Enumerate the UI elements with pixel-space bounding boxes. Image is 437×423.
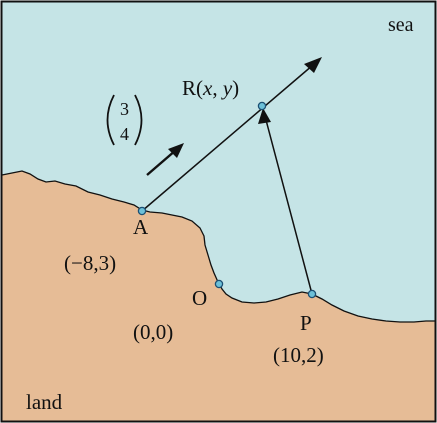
vector-bottom-entry: 4 — [120, 124, 129, 144]
point-R-y: y — [221, 76, 233, 100]
point-O-label: O — [192, 286, 207, 310]
line-A-arrow-head — [304, 57, 322, 73]
point-A-label: A — [133, 215, 149, 239]
point-R-name: R( — [182, 76, 203, 100]
point-A — [137, 206, 147, 216]
sea-label: sea — [388, 14, 414, 36]
vector-right-bracket — [134, 94, 143, 146]
direction-arrow-shaft — [146, 149, 177, 176]
point-R-close: ) — [232, 76, 239, 100]
point-R-x: x — [202, 76, 213, 100]
coastline — [1, 170, 435, 323]
land-region — [2, 171, 435, 421]
direction-arrow-head — [168, 143, 184, 158]
line-P-to-R — [265, 119, 313, 295]
line-A-to-R — [141, 64, 314, 212]
point-O-coords: (0,0) — [133, 320, 173, 344]
land-label: land — [26, 390, 63, 414]
point-R-comma: , — [212, 76, 223, 100]
point-O — [214, 279, 224, 289]
point-R-label: R(x, y) — [182, 76, 239, 100]
line-P-arrow-head — [258, 108, 271, 124]
point-P — [307, 289, 317, 299]
point-R — [257, 101, 267, 111]
point-A-coords: (−8,3) — [64, 251, 116, 275]
point-P-label: P — [300, 311, 312, 335]
vector-top-entry: 3 — [120, 99, 129, 119]
vector-left-bracket — [106, 94, 115, 146]
point-P-coords: (10,2) — [273, 343, 324, 367]
